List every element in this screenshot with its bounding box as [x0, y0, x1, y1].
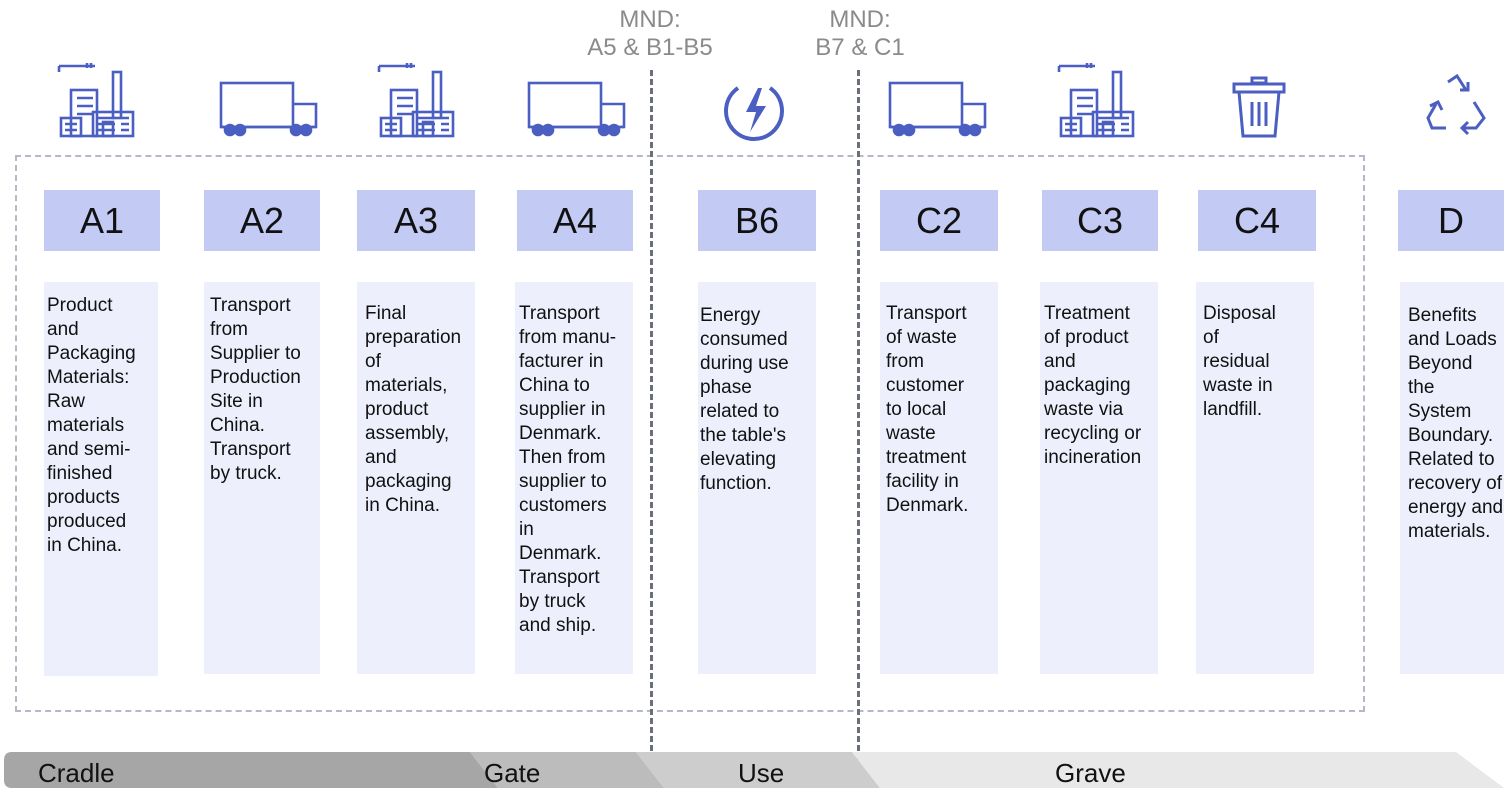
factory-icon [1057, 63, 1135, 138]
stage-description-c4: Disposal of residual waste in landfill. [1196, 282, 1314, 674]
stage-description-c2: Transport of waste from customer to loca… [880, 282, 998, 674]
stage-code-a1: A1 [44, 190, 160, 251]
stage-code-c4: C4 [1198, 190, 1316, 251]
stage-description-c3: Treatment of product and packaging waste… [1040, 282, 1158, 674]
mnd-label-a5-b1-b5: MND: A5 & B1-B5 [560, 6, 740, 62]
stage-code-c2: C2 [880, 190, 998, 251]
phase-segment-gate [470, 752, 664, 788]
phase-segment-cradle [4, 752, 498, 788]
recycle-icon [1426, 73, 1486, 136]
stage-code-d: D [1398, 190, 1504, 251]
stage-description-a1: Product and Packaging Materials: Raw mat… [44, 282, 158, 676]
stage-description-d: Benefits and Loads Beyond the System Bou… [1400, 282, 1504, 674]
stage-description-a2: Transport from Supplier to Production Si… [204, 282, 320, 674]
phase-segment-grave [852, 752, 1504, 788]
mnd-divider-left [650, 70, 653, 760]
stage-code-a4: A4 [517, 190, 633, 251]
stage-code-a2: A2 [204, 190, 320, 251]
mnd-divider-right [857, 70, 860, 760]
phase-label-cradle: Cradle [38, 758, 115, 788]
stage-code-c3: C3 [1042, 190, 1158, 251]
mnd-line1: MND: [619, 6, 681, 33]
trash-icon [1232, 76, 1286, 138]
mnd-line2: A5 & B1-B5 [587, 34, 713, 61]
truck-icon [888, 81, 987, 137]
stage-code-a3: A3 [357, 190, 475, 251]
phase-bar [4, 752, 1504, 788]
truck-icon [527, 81, 626, 137]
factory-icon [57, 63, 135, 138]
phase-segment-use [636, 752, 880, 788]
system-boundary [15, 155, 1365, 712]
mnd-line2: B7 & C1 [815, 34, 905, 61]
stage-description-a4: Transport from manu- facturer in China t… [515, 282, 633, 674]
stage-description-a3: Final preparation of materials, product … [357, 282, 475, 674]
energy-icon [724, 86, 784, 141]
factory-icon [377, 63, 455, 138]
phase-label-gate: Gate [484, 758, 541, 788]
phase-label-grave: Grave [1055, 758, 1126, 788]
truck-icon [219, 81, 318, 137]
mnd-line1: MND: [829, 6, 891, 33]
stage-description-b6: Energy consumed during use phase related… [698, 282, 816, 674]
stage-code-b6: B6 [698, 190, 816, 251]
phase-label-use: Use [738, 758, 785, 788]
mnd-label-b7-c1: MND: B7 & C1 [780, 6, 940, 62]
